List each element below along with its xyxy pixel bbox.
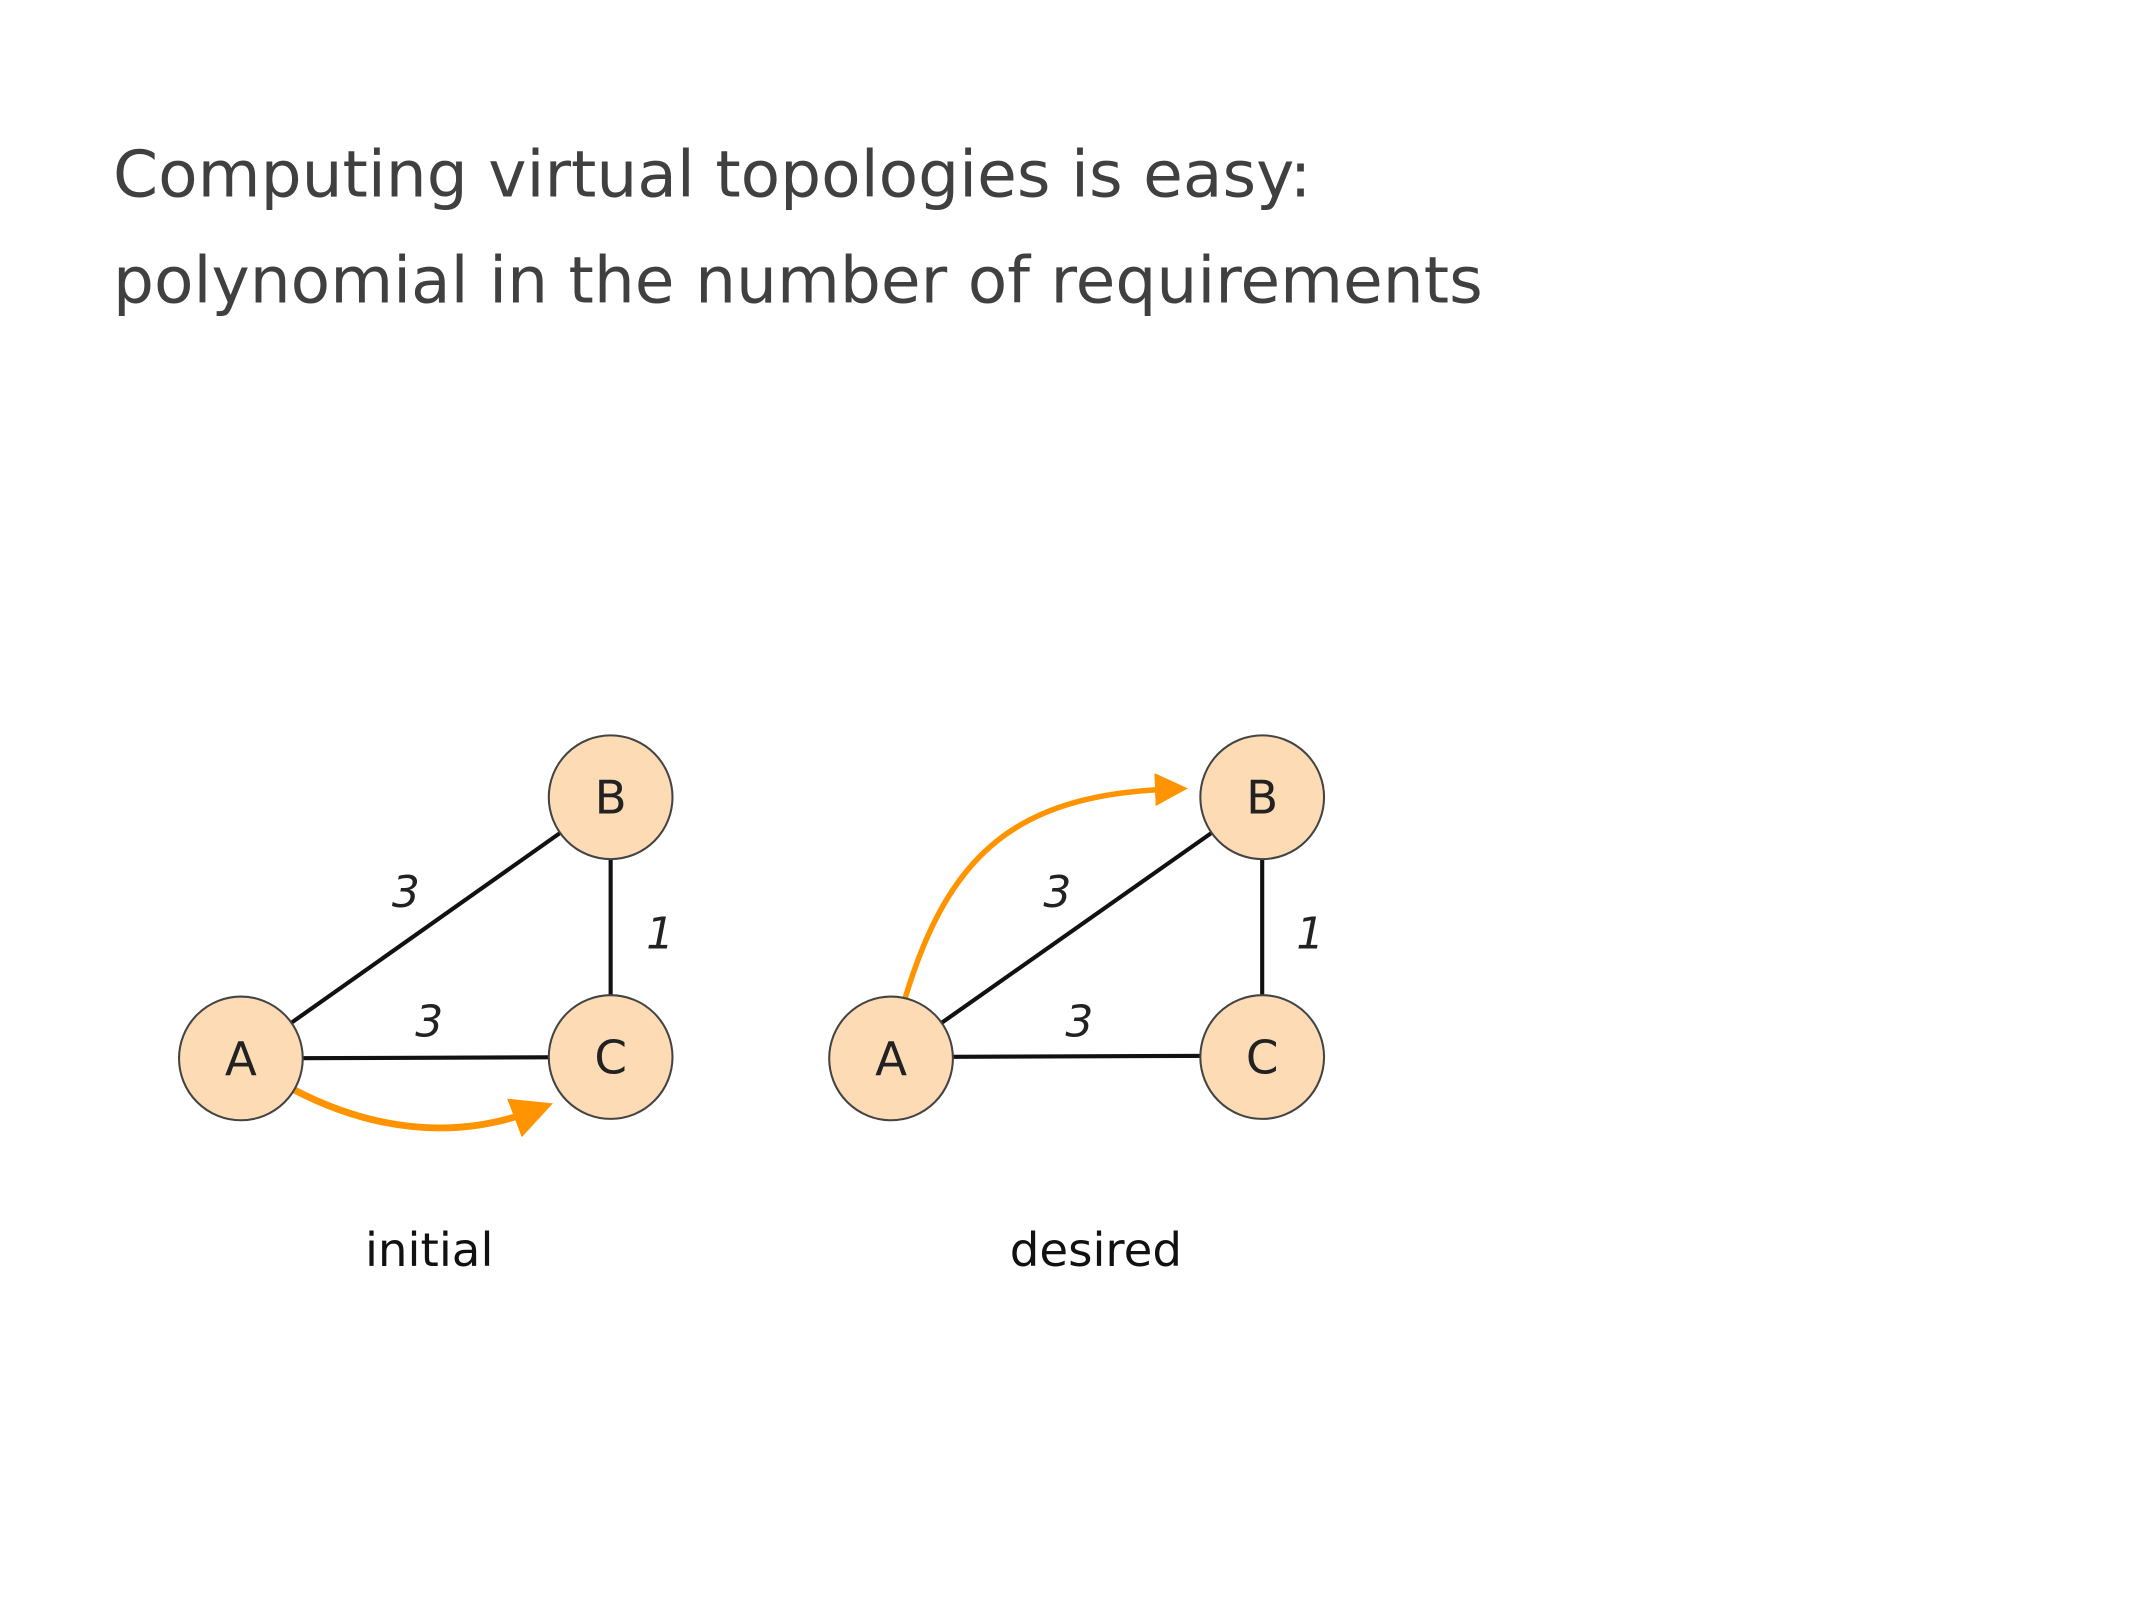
node-c bbox=[1199, 994, 1326, 1120]
weight-b-c: 1 bbox=[646, 908, 674, 959]
weight-a-c: 3 bbox=[1065, 996, 1093, 1047]
node-b-label: B bbox=[595, 772, 627, 826]
weight-a-c: 3 bbox=[415, 996, 443, 1047]
edge-a-b bbox=[239, 795, 612, 1061]
node-b bbox=[547, 734, 674, 861]
node-a bbox=[828, 995, 954, 1122]
node-a bbox=[177, 995, 304, 1122]
weight-b-c: 1 bbox=[1296, 908, 1324, 959]
node-a-label: A bbox=[875, 1033, 907, 1087]
diagram-initial: A B C 3 3 1 initial bbox=[177, 734, 674, 1278]
path-arrow-a-c bbox=[292, 1086, 553, 1138]
weight-a-b: 3 bbox=[392, 867, 420, 918]
weight-a-b: 3 bbox=[1043, 867, 1071, 918]
node-b bbox=[1199, 734, 1326, 861]
path-arrow-a-b bbox=[902, 773, 1188, 1001]
title-line-1: Computing virtual topologies is easy: bbox=[113, 138, 1311, 213]
node-c-label: C bbox=[1246, 1032, 1279, 1086]
caption-desired: desired bbox=[1010, 1224, 1182, 1278]
node-b-label: B bbox=[1246, 772, 1278, 826]
node-c-label: C bbox=[594, 1032, 627, 1086]
node-c bbox=[547, 994, 674, 1120]
node-a-label: A bbox=[225, 1033, 257, 1087]
title-line-2: polynomial in the number of requirements bbox=[113, 243, 1483, 318]
edge-a-b bbox=[889, 795, 1264, 1061]
diagram-desired: A B C 3 3 1 desired bbox=[828, 734, 1326, 1278]
caption-initial: initial bbox=[365, 1224, 493, 1278]
